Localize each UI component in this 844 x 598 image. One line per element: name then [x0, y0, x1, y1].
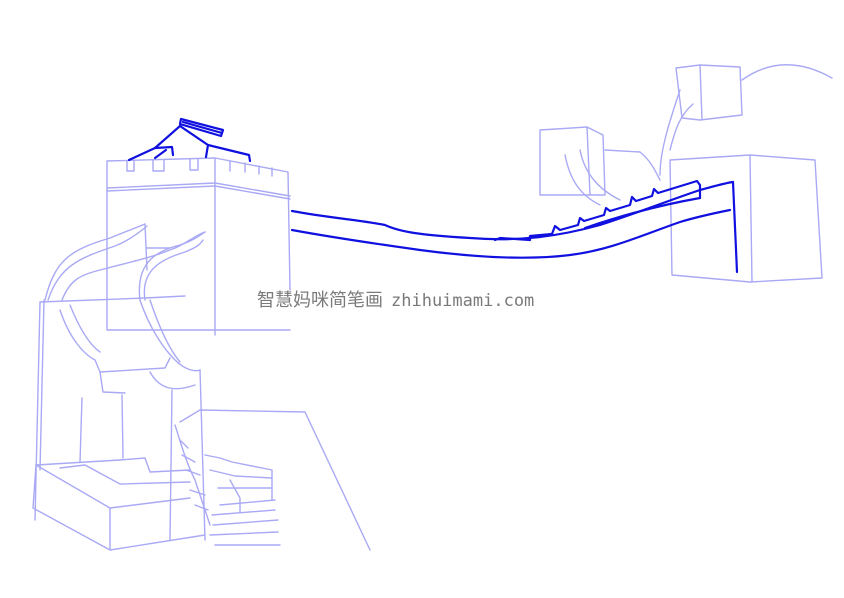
watermark-domain: zhihuimami.com	[391, 291, 535, 311]
sketch-layer	[32, 64, 833, 551]
highlight-layer	[127, 117, 739, 274]
watermark: 智慧妈咪简笔画 zhihuimami.com	[257, 286, 534, 312]
watermark-site-name: 智慧妈咪简笔画	[257, 290, 383, 311]
